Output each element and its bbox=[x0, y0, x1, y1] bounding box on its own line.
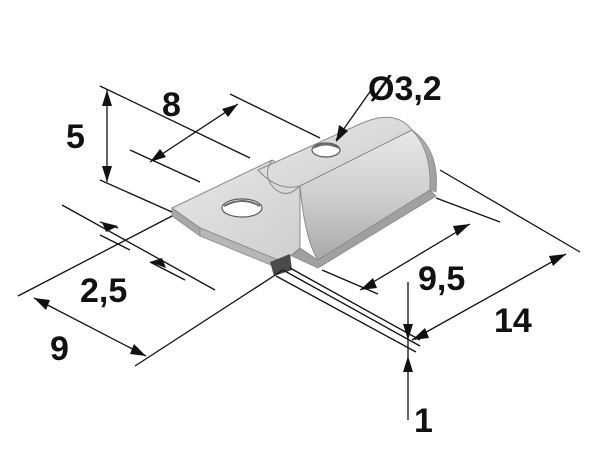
terminal-part bbox=[171, 116, 437, 276]
label-1: 1 bbox=[414, 402, 433, 440]
hole-front-inner bbox=[223, 200, 261, 207]
label-14: 14 bbox=[494, 302, 532, 340]
label-5: 5 bbox=[66, 118, 85, 156]
barrel-bottom-edge bbox=[291, 189, 437, 269]
tab-slot bbox=[270, 254, 292, 276]
label-2-5: 2,5 bbox=[80, 272, 127, 310]
dimension-lines bbox=[17, 85, 581, 420]
label-diameter: Ø3,2 bbox=[368, 70, 442, 108]
label-8: 8 bbox=[162, 86, 181, 124]
label-9: 9 bbox=[50, 330, 69, 368]
hole-rear-inner bbox=[312, 143, 340, 149]
barrel-end bbox=[411, 129, 437, 193]
label-9-5: 9,5 bbox=[418, 260, 465, 298]
barrel-curve bbox=[267, 159, 301, 194]
